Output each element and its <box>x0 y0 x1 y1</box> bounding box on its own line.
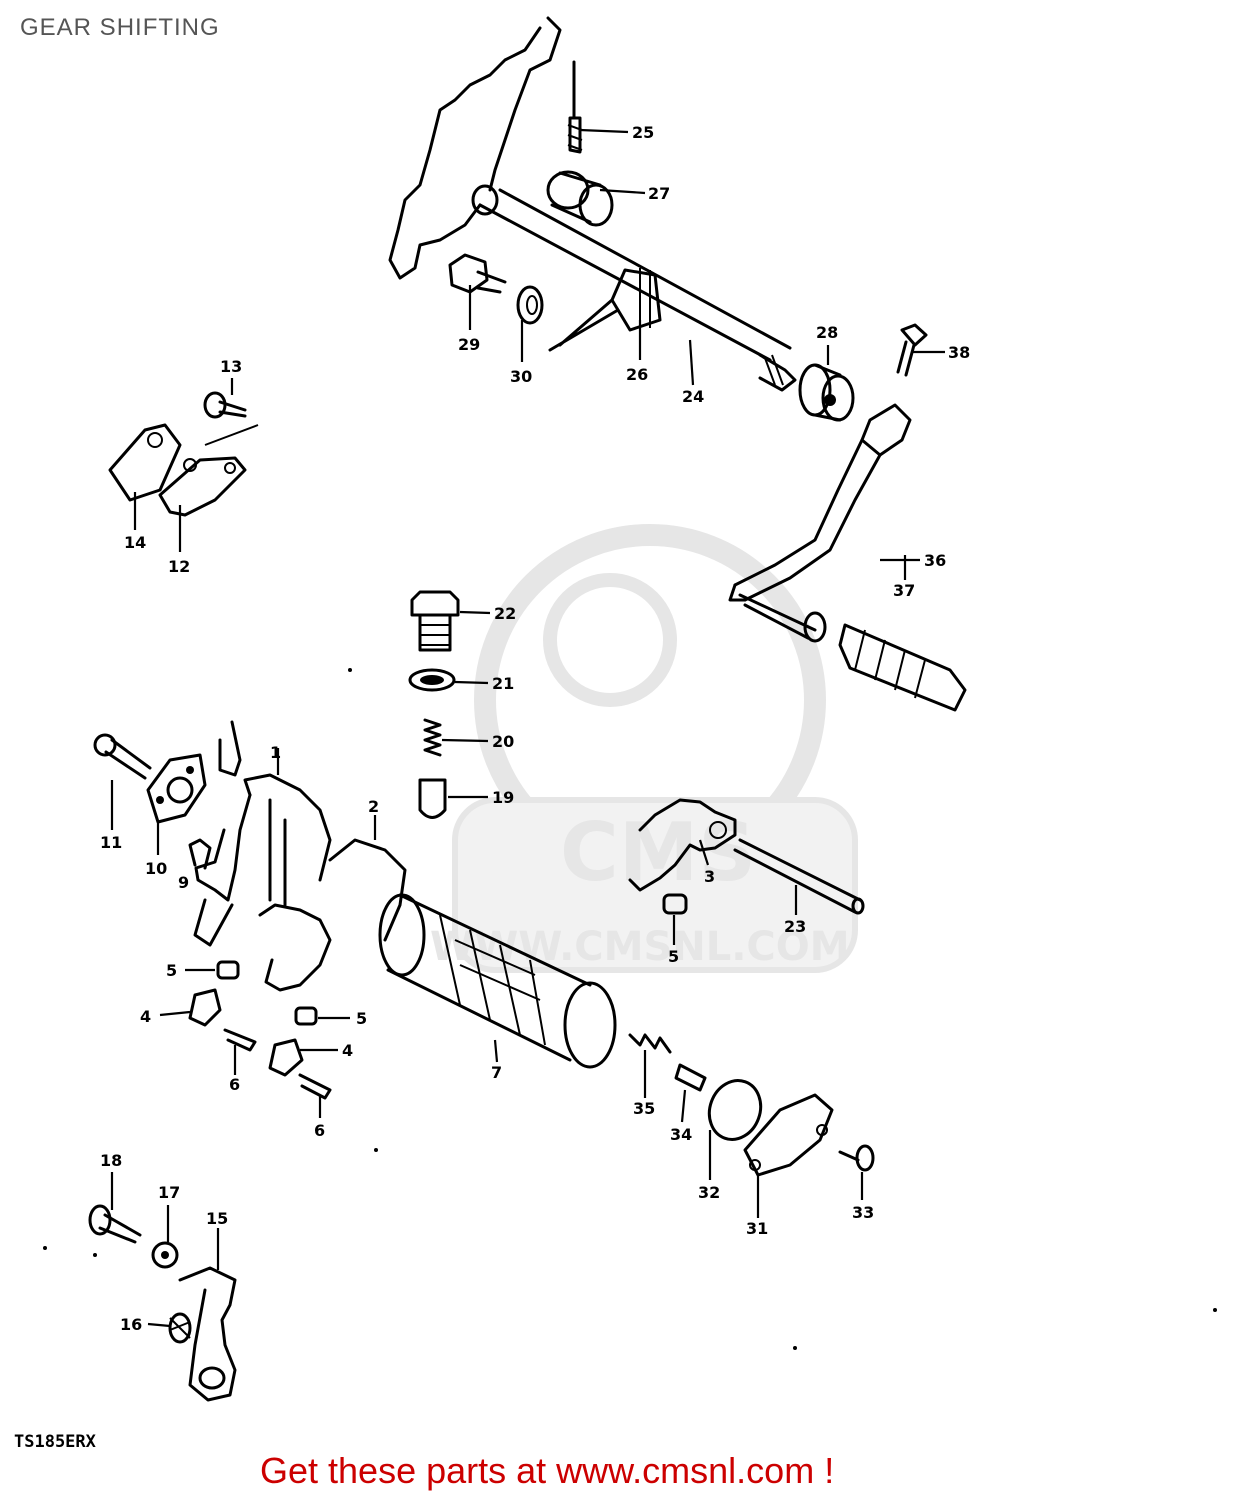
callout-29: 29 <box>458 335 480 354</box>
rubber-37-part <box>838 623 967 712</box>
shift-fork-2-part <box>258 838 407 992</box>
callout-10: 10 <box>145 859 167 878</box>
shift-fork-3-part <box>628 798 737 892</box>
callout-16: 16 <box>120 1315 142 1334</box>
washer-21-part <box>408 668 456 692</box>
callout-2: 2 <box>368 797 379 816</box>
stopper-plate-12-part <box>108 423 247 517</box>
pin-cam-part <box>218 720 242 777</box>
bolt-18-part <box>88 1204 142 1244</box>
callout-38: 38 <box>948 343 970 362</box>
callout-36: 36 <box>924 551 946 570</box>
callout-37: 37 <box>893 581 915 600</box>
callout-5b: 5 <box>356 1009 367 1028</box>
o-ring-32-part <box>707 1079 763 1141</box>
callout-34: 34 <box>670 1125 692 1144</box>
callout-5c: 5 <box>668 947 679 966</box>
plunger-19-part <box>418 778 447 819</box>
bolt-38-part <box>896 323 928 377</box>
callout-5a: 5 <box>166 961 177 980</box>
bolt-25-part <box>567 60 583 154</box>
pin-9-part <box>188 838 212 870</box>
callout-22: 22 <box>494 604 516 623</box>
pin-34-part <box>674 1063 707 1092</box>
shift-fork-1-part <box>193 773 332 947</box>
cap-bolt-22-part <box>410 590 460 652</box>
callout-28: 28 <box>816 323 838 342</box>
nut-29-part <box>448 253 507 294</box>
callout-13: 13 <box>220 357 242 376</box>
roller-5b-part <box>294 1006 318 1026</box>
roller-5a-part <box>216 960 240 980</box>
callout-18: 18 <box>100 1151 122 1170</box>
callout-25: 25 <box>632 123 654 142</box>
cam-plate-10-part <box>146 753 207 824</box>
spring-35-part <box>628 1033 672 1054</box>
spring-26-part <box>548 268 662 352</box>
bolt-11-part <box>93 733 152 780</box>
callout-7: 7 <box>491 1063 502 1082</box>
cms-watermark-logo: CMS WWW.CMSNL.COM <box>430 524 858 973</box>
screw-33-part <box>838 1144 875 1172</box>
callout-26: 26 <box>626 365 648 384</box>
page-title: GEAR SHIFTING <box>20 14 220 41</box>
callout-3: 3 <box>704 867 715 886</box>
callout-31: 31 <box>746 1219 768 1238</box>
callout-33: 33 <box>852 1203 874 1222</box>
pin-4b-part <box>268 1038 304 1077</box>
callout-4a: 4 <box>140 1007 151 1026</box>
callout-labels: 1 2 3 4 4 5 5 5 6 6 7 9 10 11 12 13 14 1… <box>100 123 970 1334</box>
callout-27: 27 <box>648 184 670 203</box>
washer-17-part <box>151 1241 179 1269</box>
fork-shaft-23-part <box>733 838 865 915</box>
spring-20-part <box>423 718 442 757</box>
cover-31-part <box>743 1093 834 1177</box>
callout-6b: 6 <box>314 1121 325 1140</box>
gearshift-cam-7-part <box>378 893 617 1069</box>
callout-19: 19 <box>492 788 514 807</box>
clip-6a-part <box>223 1028 257 1052</box>
clip-6b-part <box>298 1073 332 1100</box>
model-code: TS185ERX <box>14 1432 96 1452</box>
pin-4a-part <box>188 988 222 1027</box>
callout-24: 24 <box>682 387 704 406</box>
callout-30: 30 <box>510 367 532 386</box>
callout-12: 12 <box>168 557 190 576</box>
callout-9: 9 <box>178 873 189 892</box>
callout-4b: 4 <box>342 1041 353 1060</box>
callout-14: 14 <box>124 533 146 552</box>
footer-link[interactable]: Get these parts at www.cmsnl.com ! <box>260 1450 835 1491</box>
bushing-28-part <box>798 363 855 422</box>
roller-5c-part <box>662 893 688 915</box>
callout-15: 15 <box>206 1209 228 1228</box>
callout-1: 1 <box>270 743 281 762</box>
watermark-brand: CMS <box>560 806 756 899</box>
callout-20: 20 <box>492 732 514 751</box>
bolt-13-part <box>203 391 259 446</box>
washer-30-part <box>516 285 544 325</box>
callout-32: 32 <box>698 1183 720 1202</box>
callout-35: 35 <box>633 1099 655 1118</box>
bushing-27-part <box>546 170 614 227</box>
spring-16-part <box>168 1312 192 1344</box>
callout-6a: 6 <box>229 1075 240 1094</box>
callout-17: 17 <box>158 1183 180 1202</box>
callout-23: 23 <box>784 917 806 936</box>
leader-lines <box>110 128 945 1328</box>
shift-shaft-part <box>388 16 797 392</box>
callout-11: 11 <box>100 833 122 852</box>
callout-21: 21 <box>492 674 514 693</box>
arm-15-part <box>178 1266 237 1402</box>
shift-lever-36-part <box>728 403 912 643</box>
stray-dots <box>43 668 1217 1350</box>
